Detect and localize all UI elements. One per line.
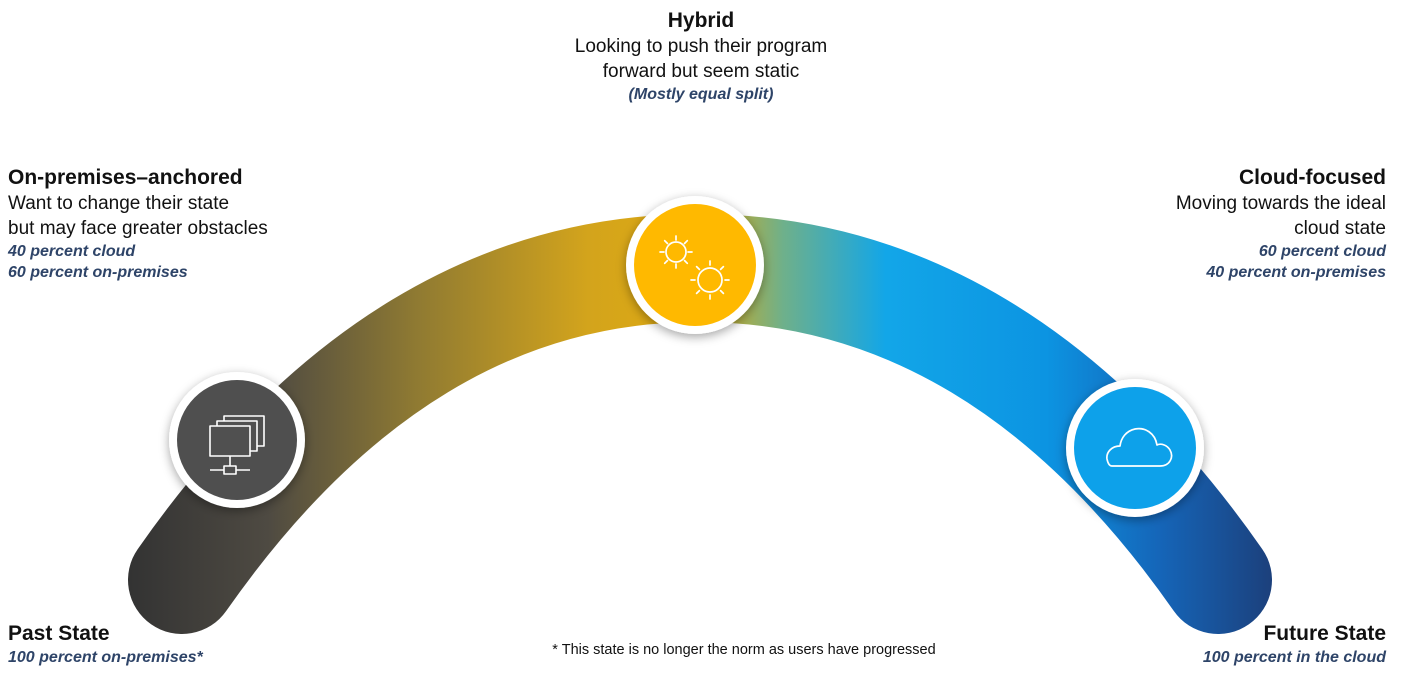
cloud-node xyxy=(1066,379,1204,517)
future-state-label-block: Future State 100 percent in the cloud xyxy=(986,621,1386,668)
on-premises-description-line-2: but may face greater obstacles xyxy=(8,218,268,239)
cloud-icon xyxy=(1106,427,1173,467)
hybrid-label-block: Hybrid Looking to push their program for… xyxy=(451,8,951,105)
footnote: * This state is no longer the norm as us… xyxy=(552,642,936,658)
hybrid-description-line-1: Looking to push their program xyxy=(574,36,828,57)
on-premises-stat-cloud: 40 percent cloud xyxy=(8,243,136,260)
past-state-title: Past State xyxy=(8,622,110,645)
past-state-stat: 100 percent on-premises* xyxy=(8,649,203,666)
cloud-focused-stat-cloud: 60 percent cloud xyxy=(1258,243,1386,260)
on-premises-title: On-premises–anchored xyxy=(8,166,243,189)
cloud-focused-title: Cloud-focused xyxy=(1239,166,1386,189)
cloud-focused-stat-onprem: 40 percent on-premises xyxy=(1206,264,1386,281)
on-premises-description-line-1: Want to change their state xyxy=(8,193,230,214)
future-state-stat: 100 percent in the cloud xyxy=(1202,649,1386,666)
cloud-focused-description-line-2: cloud state xyxy=(1294,218,1386,239)
hybrid-node xyxy=(626,196,764,334)
hybrid-description-line-2: forward but seem static xyxy=(602,61,800,82)
cloud-focused-description-line-1: Moving towards the ideal xyxy=(1175,193,1386,214)
gears-icon xyxy=(659,235,730,300)
past-state-label-block: Past State 100 percent on-premises* xyxy=(8,621,408,668)
server-network-icon xyxy=(209,415,265,475)
hybrid-title: Hybrid xyxy=(667,9,735,32)
on-premises-stat-onprem: 60 percent on-premises xyxy=(8,264,188,281)
cloud-focused-label-block: Cloud-focused Moving towards the ideal c… xyxy=(966,165,1386,283)
future-state-title: Future State xyxy=(1263,622,1386,645)
hybrid-note: (Mostly equal split) xyxy=(628,86,774,103)
on-premises-label-block: On-premises–anchored Want to change thei… xyxy=(8,165,428,283)
